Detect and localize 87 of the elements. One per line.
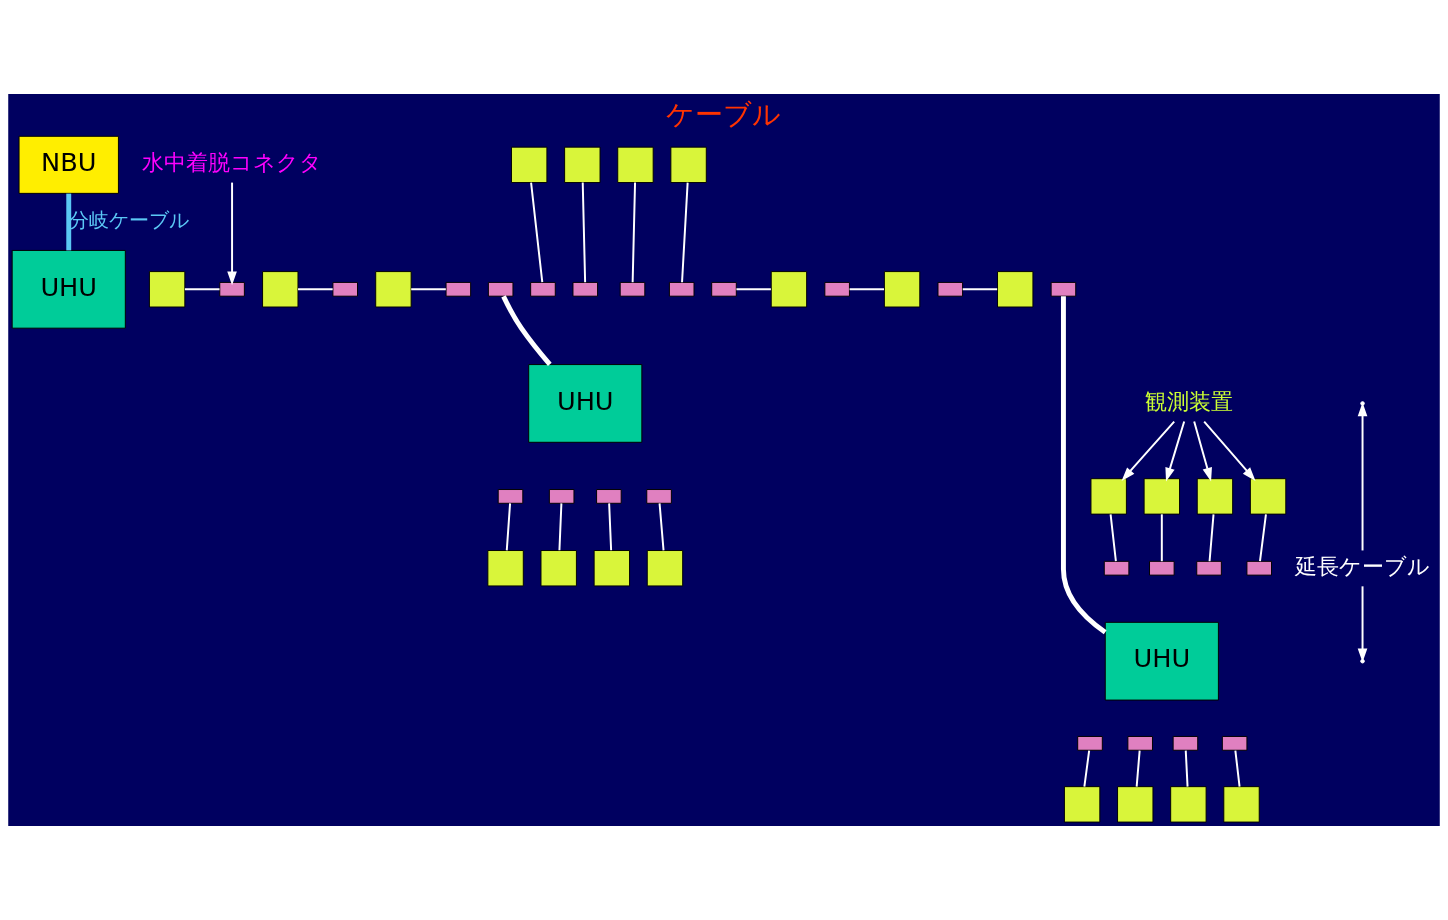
node-box xyxy=(937,281,964,297)
node-box xyxy=(646,550,684,587)
connector xyxy=(581,181,587,284)
node-box xyxy=(668,281,695,297)
node-text: 水中着脱コネクタ xyxy=(142,150,323,176)
connector xyxy=(410,288,447,291)
node-box xyxy=(530,281,556,297)
node-box xyxy=(375,271,412,308)
node-box xyxy=(1221,736,1248,751)
connector xyxy=(1061,296,1107,635)
node-box xyxy=(487,550,524,587)
diagram-title: ケーブル xyxy=(666,97,782,130)
arrow xyxy=(1357,585,1368,663)
connector xyxy=(558,502,563,552)
node-box xyxy=(1050,281,1077,297)
node-box: NBU xyxy=(18,135,119,194)
node-box xyxy=(497,489,524,504)
node-box xyxy=(564,146,601,184)
node-box xyxy=(770,271,808,308)
node-box xyxy=(1246,560,1272,576)
node-box xyxy=(1063,786,1101,823)
node-box xyxy=(572,281,599,297)
node-box xyxy=(1249,478,1287,515)
node-box: UHU xyxy=(1104,621,1219,701)
node-box xyxy=(670,146,707,184)
connector xyxy=(681,181,689,284)
node-text: 延長ケーブル xyxy=(1295,553,1431,579)
node-box xyxy=(997,271,1034,308)
node-box xyxy=(617,146,654,184)
node-text: 観測装置 xyxy=(1145,388,1234,414)
node-box xyxy=(883,271,921,308)
node-box xyxy=(1117,786,1154,823)
connector xyxy=(501,295,552,366)
node-box xyxy=(711,281,737,297)
connector xyxy=(658,502,665,552)
node-box xyxy=(511,146,548,184)
connector xyxy=(1160,513,1163,563)
node-box xyxy=(1196,560,1222,576)
connector xyxy=(505,502,512,552)
connector xyxy=(961,288,999,291)
node-box xyxy=(1170,786,1207,823)
connector xyxy=(183,288,221,291)
arrow xyxy=(1203,420,1256,481)
node-box xyxy=(548,489,575,504)
node-box xyxy=(1196,478,1234,515)
connector xyxy=(1208,513,1215,563)
node-box xyxy=(1143,478,1180,515)
node-box xyxy=(219,281,245,297)
node-box xyxy=(1127,736,1153,751)
connector xyxy=(530,181,544,284)
arrow xyxy=(1121,420,1176,481)
connector xyxy=(1083,749,1091,788)
node-box xyxy=(332,281,358,297)
connector xyxy=(66,193,72,251)
node-box xyxy=(487,281,514,297)
node-box xyxy=(148,271,186,308)
connector xyxy=(1234,749,1241,788)
node-box: UHU xyxy=(528,364,643,443)
connector xyxy=(1135,749,1141,788)
node-box xyxy=(596,489,622,504)
node-box xyxy=(1090,478,1127,515)
node-box xyxy=(1103,560,1130,576)
edge-label: 分岐ケーブル xyxy=(68,208,189,232)
connector xyxy=(735,288,772,291)
node-box xyxy=(1172,736,1199,751)
node-box: UHU xyxy=(11,249,126,329)
connector xyxy=(1184,749,1189,788)
node-box xyxy=(619,281,646,297)
node-box xyxy=(445,281,472,297)
node-box xyxy=(262,271,299,308)
connector xyxy=(848,288,886,291)
connector xyxy=(1109,513,1117,563)
node-box xyxy=(824,281,850,297)
arrow xyxy=(227,181,237,286)
connector xyxy=(608,502,613,552)
node-box xyxy=(593,550,631,587)
connector xyxy=(297,288,334,291)
node-box xyxy=(1223,786,1260,823)
node-box xyxy=(540,550,577,587)
connector xyxy=(1259,513,1267,563)
arrow xyxy=(1165,420,1186,482)
arrow xyxy=(1357,402,1368,552)
connector xyxy=(631,181,637,284)
node-box xyxy=(1077,736,1103,751)
node-box xyxy=(646,489,672,504)
node-box xyxy=(1149,560,1175,576)
arrow xyxy=(1193,420,1212,482)
